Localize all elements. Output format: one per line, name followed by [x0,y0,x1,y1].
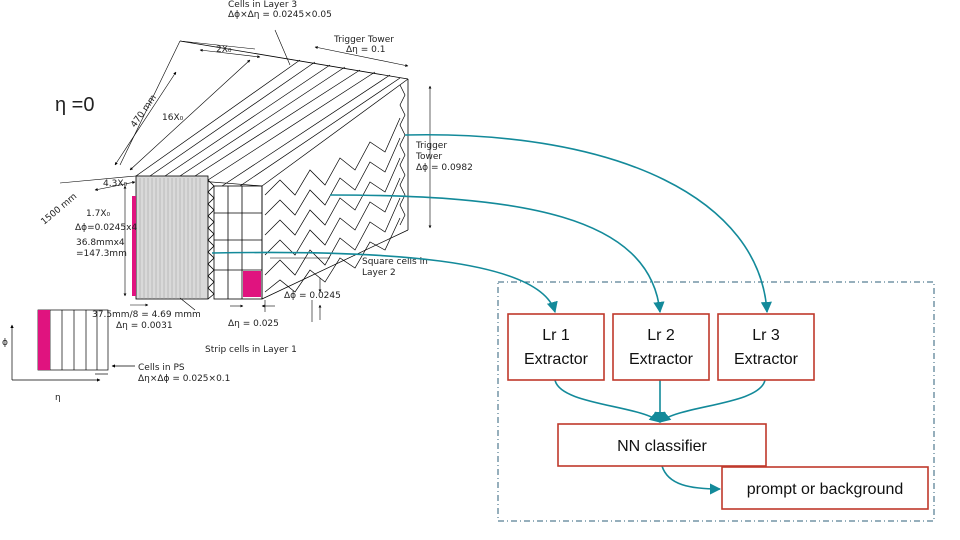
arrow-lr1-to-nn [554,379,661,423]
layer2-grid [213,185,263,300]
label-dphi-layer2: Δϕ = 0.0245 [284,291,341,301]
arrow-lr3-to-nn [659,379,766,423]
extractor-lr1-line2: Extractor [524,351,589,368]
label-1500mm: 1500 mm [40,192,80,228]
label-470mm: 470 mm [129,93,159,130]
label-ps-cells1: Cells in PS [138,363,185,373]
layer2-cell-highlight [243,271,261,297]
nn-classifier: NN classifier [557,423,767,467]
arrow-nn-to-output [661,465,722,495]
arrow-to-lr3 [404,133,772,314]
extractor-lr3: Lr 3 Extractor [717,313,815,381]
label-2x0: 2X₀ [216,45,232,55]
label-strip-width1: 37.5mm/8 = 4.69 mmm [92,310,201,320]
label-1-7x0: 1.7X₀ [86,209,110,219]
detector-labels: Cells in Layer 3 Δϕ×Δη = 0.0245×0.05 Tri… [2,0,473,403]
output-box: prompt or background [721,466,929,510]
feed-arrows [211,133,772,495]
extractor-lr2: Lr 2 Extractor [612,313,710,381]
label-strip-mm1: 36.8mmx4 [76,238,125,248]
dimension-lines [59,29,432,322]
ps-cell-highlight [38,310,50,370]
strip-lines [139,178,201,299]
arrow-to-lr1 [211,251,558,314]
extractor-lr3-line1: Lr 3 [752,327,780,344]
label-cells-layer3-size: Δϕ×Δη = 0.0245×0.05 [228,10,332,20]
label-square-cells2: Layer 2 [362,268,396,278]
arrow-to-lr2 [329,194,665,314]
label-cells-layer3: Cells in Layer 3 [228,0,297,10]
label-dphi-strip: Δϕ=0.0245x4 [75,223,137,233]
axis-eta-label: η [55,393,61,403]
eta-zero-label: η =0 [55,94,94,116]
label-trigger-side-dphi: Δϕ = 0.0982 [416,163,473,173]
nn-classifier-label: NN classifier [617,438,707,455]
extractor-lr2-line2: Extractor [629,351,694,368]
label-strip-width2: Δη = 0.0031 [116,321,173,331]
extractor-lr3-line2: Extractor [734,351,799,368]
label-square-cells1: Square cells in [362,257,428,267]
label-trigger-side2: Tower [415,152,442,162]
pipeline-frame [497,281,935,522]
label-deta-layer2: Δη = 0.025 [228,319,279,329]
label-16x0: 16X₀ [162,113,184,123]
label-trigger-tower: Trigger Tower [333,35,394,45]
extractor-lr1: Lr 1 Extractor [507,313,605,381]
extractor-lr1-line1: Lr 1 [542,327,570,344]
label-ps-cells2: Δη×Δϕ = 0.025×0.1 [138,374,230,384]
extractor-lr2-line1: Lr 2 [647,327,675,344]
axis-phi-label: ϕ [2,338,8,348]
accordion-side [261,84,409,300]
calorimeter-module [10,29,432,382]
label-strip-cells: Strip cells in Layer 1 [205,345,297,355]
label-4-3x0: 4.3X₀ [103,179,127,189]
label-strip-mm2: =147.3mm [76,249,127,259]
label-trigger-tower-deta: Δη = 0.1 [346,45,385,55]
strip-highlight [132,196,136,296]
presampler-sketch [10,309,135,382]
label-trigger-side1: Trigger [415,141,447,151]
output-label: prompt or background [747,481,904,498]
